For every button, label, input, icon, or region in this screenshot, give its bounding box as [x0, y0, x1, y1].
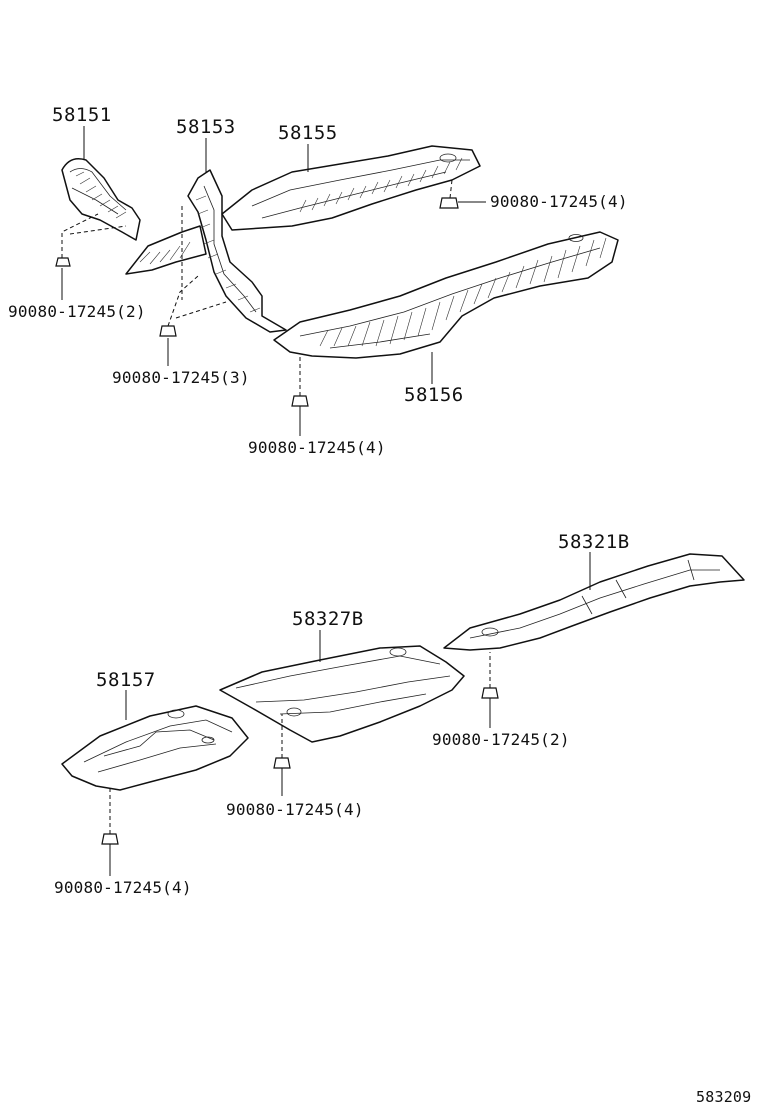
part-label-58156: 58156 — [404, 384, 464, 406]
clip-label-tunnel: 90080-17245(3) — [112, 368, 250, 387]
part-label-58321b: 58321B — [558, 531, 630, 553]
clip-label-58321b: 90080-17245(2) — [432, 730, 570, 749]
drawing-id: 583209 — [696, 1088, 752, 1106]
part-label-58155: 58155 — [278, 122, 338, 144]
part-58153-flange — [125, 225, 207, 275]
part-58155-shape — [221, 145, 481, 231]
clip-label-upper-left: 90080-17245(2) — [8, 302, 146, 321]
clip-label-58156: 90080-17245(4) — [248, 438, 386, 457]
part-label-58157: 58157 — [96, 669, 156, 691]
part-58327b-shape — [219, 645, 465, 743]
part-58153-shape — [187, 169, 287, 333]
part-label-58153: 58153 — [176, 116, 236, 138]
part-label-58151: 58151 — [52, 104, 112, 126]
part-label-58327b: 58327B — [292, 608, 364, 630]
leader-lines-lower — [109, 552, 591, 876]
part-58151-shape — [61, 158, 141, 241]
part-58321b-shape — [443, 553, 745, 651]
clip-icons-lower — [101, 687, 499, 845]
clip-label-58157: 90080-17245(4) — [54, 878, 192, 897]
part-58156-shape — [273, 231, 619, 359]
leader-lines-upper — [61, 126, 486, 436]
clip-label-58327b: 90080-17245(4) — [226, 800, 364, 819]
clip-label-upper-right: 90080-17245(4) — [490, 192, 628, 211]
part-58157-shape — [61, 705, 249, 791]
clip-icons-upper — [55, 197, 459, 407]
